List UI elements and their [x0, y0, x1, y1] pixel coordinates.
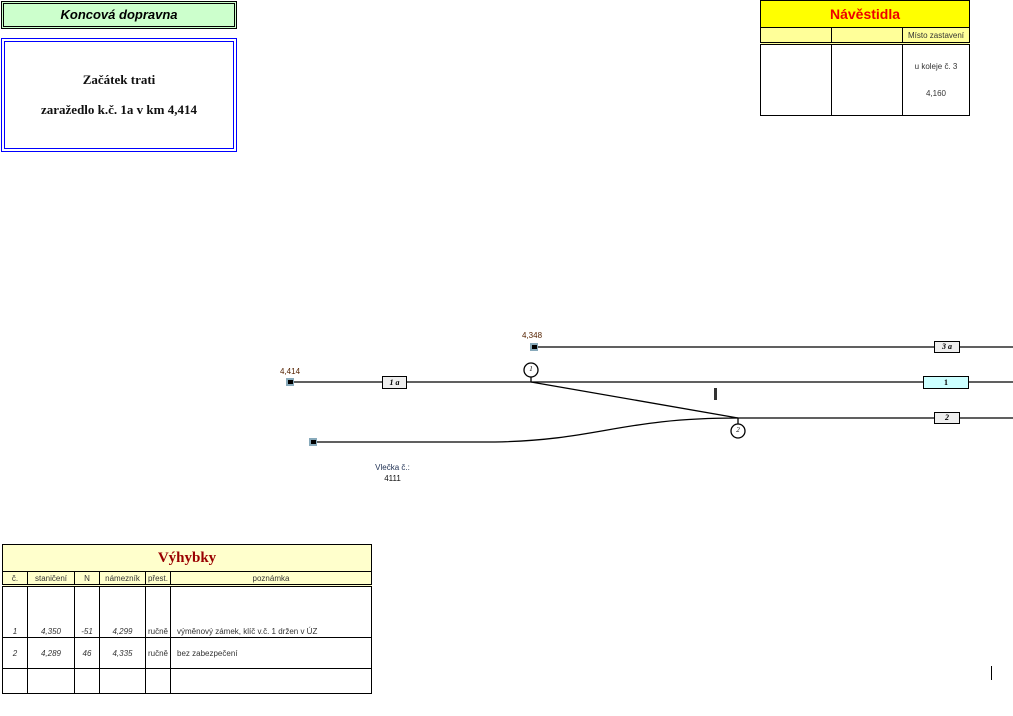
siding-number: 4111 [384, 474, 401, 483]
cell: 2 [2, 637, 28, 669]
switch-1-circle [523, 362, 539, 378]
track-label-2: 2 [934, 412, 960, 424]
switches-table: Výhybky č. staničení N námezník přest. p… [2, 544, 372, 694]
header-cell [760, 27, 832, 45]
switch-connection [530, 381, 739, 419]
track-label-3a: 3 a [934, 341, 960, 353]
signal-icon [714, 388, 717, 400]
text-cursor [991, 666, 992, 680]
header-cell [831, 27, 903, 45]
stop-km: 4,160 [925, 89, 947, 98]
cell: 4,299 [99, 585, 146, 638]
siding-track [317, 417, 739, 443]
switch-2-label: 2 [736, 426, 740, 434]
cell [760, 43, 832, 116]
station-title-box: Koncová dopravna [1, 1, 237, 29]
siding-label: Vlečka č.: [375, 463, 410, 472]
cell: 46 [74, 637, 100, 669]
cell: 1 [2, 585, 28, 638]
cell: 4,350 [27, 585, 75, 638]
header-cell: Místo zastavení [902, 27, 970, 45]
line-start-title: Začátek trati [82, 72, 156, 87]
cell: výměnový zámek, klíč v.č. 1 držen v ÚZ [170, 585, 372, 638]
header-cell: staničení [27, 571, 75, 587]
track-label-1: 1 [923, 376, 969, 389]
cell: 4,335 [99, 637, 146, 669]
stop-place-cell: u koleje č. 3 4,160 [902, 43, 970, 116]
switch-1-label: 1 [529, 365, 533, 373]
switches-title: Výhybky [2, 544, 372, 572]
cell: 4,289 [27, 637, 75, 669]
header-cell: přest. [145, 571, 171, 587]
km-label: 4,348 [522, 331, 543, 340]
km-label: 4,414 [280, 367, 301, 376]
buffer-stop-icons [286, 343, 717, 446]
header-cell: N [74, 571, 100, 587]
header-cell: poznámka [170, 571, 372, 587]
line-start-box: Začátek trati zaražedlo k.č. 1a v km 4,4… [1, 38, 237, 152]
header-cell: č. [2, 571, 28, 587]
signals-table: Návěstidla Místo zastavení u koleje č. 3… [760, 0, 970, 116]
cell: ručně [145, 637, 171, 669]
stop-place: u koleje č. 3 [914, 62, 958, 71]
cell: bez zabezpečení [170, 637, 372, 669]
cell: -51 [74, 585, 100, 638]
header-cell: námezník [99, 571, 146, 587]
track-label-1a: 1 a [382, 376, 407, 389]
switch-2-circle [730, 423, 746, 439]
line-start-subtitle: zaražedlo k.č. 1a v km 4,414 [41, 102, 197, 117]
cell: ručně [145, 585, 171, 638]
signals-title: Návěstidla [760, 0, 970, 28]
